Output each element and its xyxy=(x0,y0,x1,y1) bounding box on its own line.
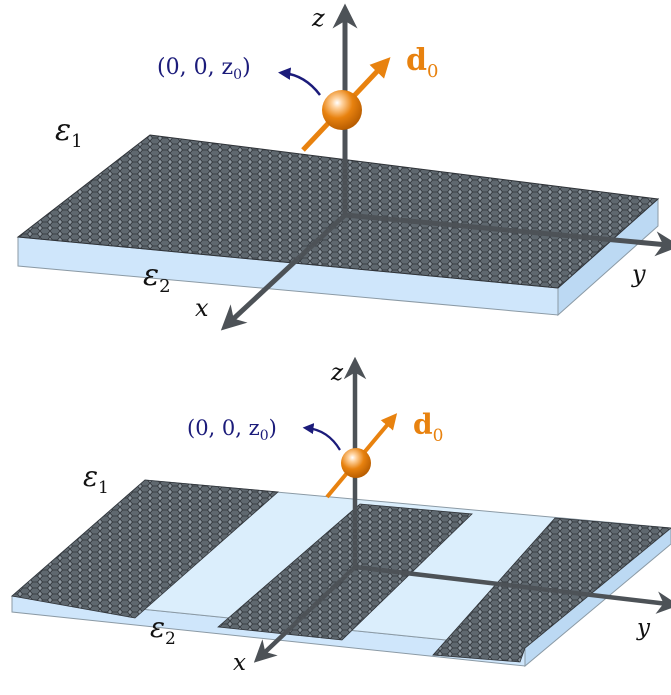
graphene-ribbon xyxy=(217,503,473,641)
dipole-bottom xyxy=(325,413,398,499)
position-pointer-arrow xyxy=(302,423,341,451)
epsilon-2-label: ε2 xyxy=(143,258,171,297)
x-axis xyxy=(253,565,357,663)
panel-top: (0, 0, z0) d0 ε1 ε2 x y z xyxy=(16,3,671,331)
epsilon-2-label: ε2 xyxy=(150,611,176,649)
position-label: (0, 0, z0) xyxy=(157,55,251,83)
dipole-sphere xyxy=(341,448,371,478)
position-label: (0, 0, z0) xyxy=(187,416,277,444)
y-axis xyxy=(344,212,671,257)
y-axis-label: y xyxy=(636,615,651,641)
x-axis-label: x xyxy=(233,650,246,676)
dipole-sphere xyxy=(322,90,362,130)
substrate-slab xyxy=(16,134,660,317)
epsilon-1-label: ε1 xyxy=(55,113,83,152)
graphene-ribbon xyxy=(11,479,279,619)
z-axis-label: z xyxy=(330,360,344,386)
x-axis-label: x xyxy=(195,294,209,322)
graphene-sheet xyxy=(16,134,660,289)
x-axis xyxy=(220,213,347,331)
dipole-top xyxy=(301,57,391,152)
dipole-label: d0 xyxy=(413,408,443,446)
y-axis-label: y xyxy=(631,260,646,288)
y-axis xyxy=(354,564,671,614)
epsilon-1-label: ε1 xyxy=(83,460,109,498)
position-pointer-arrow xyxy=(278,67,321,96)
panel-bottom: (0, 0, z0) d0 ε1 ε2 x y z xyxy=(10,356,671,676)
dipole-label: d0 xyxy=(406,43,438,82)
z-axis-label: z xyxy=(311,4,325,32)
